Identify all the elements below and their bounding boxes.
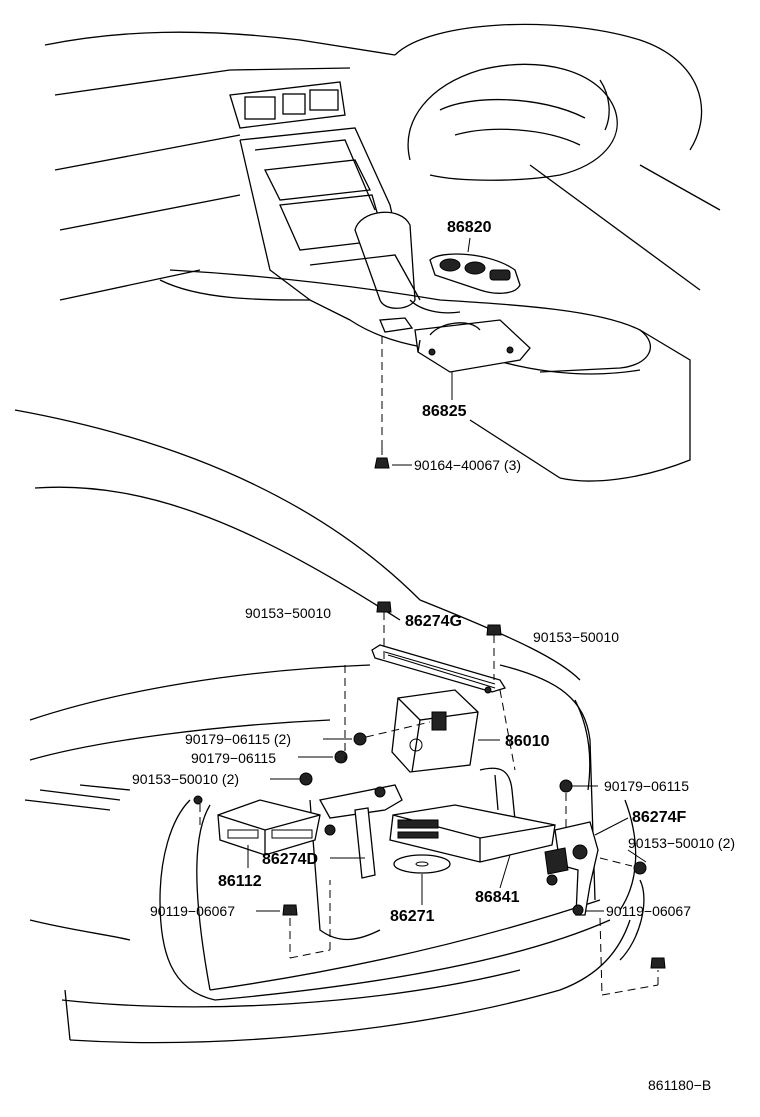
bolt-90153-middle xyxy=(193,772,313,805)
label-86274G: 86274G xyxy=(405,613,462,630)
part-86274F-bracket xyxy=(544,821,599,916)
label-90153-top-right: 90153−50010 xyxy=(533,629,619,645)
part-86271-disc xyxy=(393,854,451,874)
label-90164: 90164−40067 (3) xyxy=(414,457,521,473)
part-86112-module xyxy=(217,799,321,856)
label-86274F: 86274F xyxy=(632,809,686,826)
label-86112: 86112 xyxy=(218,873,262,890)
nut-90179-b xyxy=(334,750,348,764)
label-90153-2-right: 90153−50010 (2) xyxy=(628,835,735,851)
trunk-illustration xyxy=(14,409,666,1044)
label-86825: 86825 xyxy=(422,403,467,420)
label-86274D: 86274D xyxy=(262,851,318,868)
label-90179-2: 90179−06115 (2) xyxy=(185,731,291,747)
label-90153-top-left: 90153−50010 xyxy=(245,605,331,621)
bolt-90153-right xyxy=(486,624,502,636)
bolt-90164 xyxy=(374,445,390,469)
part-86820-switch xyxy=(429,253,521,294)
label-86010: 86010 xyxy=(505,733,550,750)
label-86271: 86271 xyxy=(390,908,435,925)
interior-dashboard-illustration xyxy=(44,23,721,482)
bolt-90153-left xyxy=(376,601,392,613)
part-86274D-bracket xyxy=(318,784,403,879)
label-86820: 86820 xyxy=(447,219,492,236)
part-86841-changer xyxy=(389,804,556,863)
label-90119-right: 90119−06067 xyxy=(606,903,691,919)
nut-90153-right xyxy=(633,861,647,875)
label-86841: 86841 xyxy=(475,889,520,906)
bolt-90119-left xyxy=(282,904,298,916)
label-90179-b: 90179−06115 xyxy=(604,778,689,794)
diagram-code: 861180−B xyxy=(648,1077,711,1093)
nut-90179-c xyxy=(559,779,573,793)
label-90119-left: 90119−06067 xyxy=(150,903,235,919)
label-90179-a: 90179−06115 xyxy=(191,750,276,766)
part-86010-module xyxy=(391,689,479,773)
part-86825-holder xyxy=(379,317,531,373)
bolt-90119-right xyxy=(650,957,666,969)
part-86274G-bracket xyxy=(371,644,506,694)
label-90153-2: 90153−50010 (2) xyxy=(132,771,239,787)
nut-90179-a xyxy=(353,732,367,746)
